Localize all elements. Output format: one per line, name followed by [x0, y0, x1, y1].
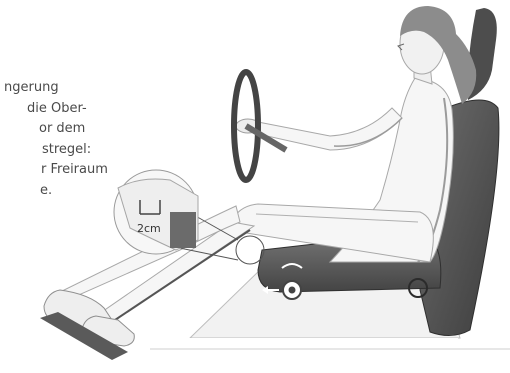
clearance-label: 2cm — [137, 222, 161, 235]
